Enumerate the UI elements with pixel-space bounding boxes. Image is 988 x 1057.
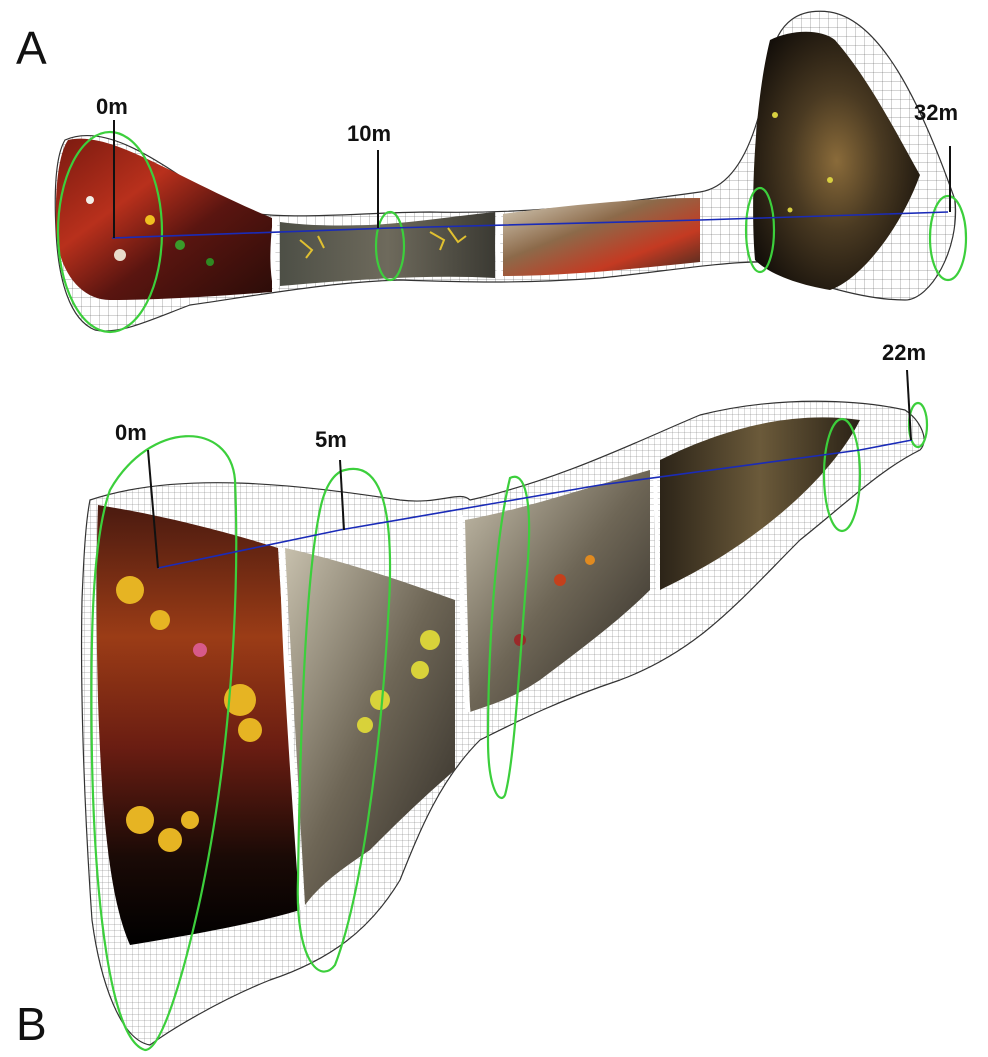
panel-a-gap-2 xyxy=(498,214,500,278)
panel-a-letter: A xyxy=(16,22,47,74)
panel-b-label-5m: 5m xyxy=(315,427,347,452)
panel-b: B xyxy=(16,340,927,1050)
panel-a-label-32m: 32m xyxy=(914,100,958,125)
panel-a: A 0m xyxy=(16,11,966,332)
panel-b-label-22m: 22m xyxy=(882,340,926,365)
panel-a-label-0m: 0m xyxy=(96,94,128,119)
panel-a-strip-0m xyxy=(56,139,272,300)
panel-b-strip-0m xyxy=(97,505,301,945)
panel-b-label-0m: 0m xyxy=(115,420,147,445)
panel-a-label-10m: 10m xyxy=(347,121,391,146)
panel-b-letter: B xyxy=(16,998,47,1050)
